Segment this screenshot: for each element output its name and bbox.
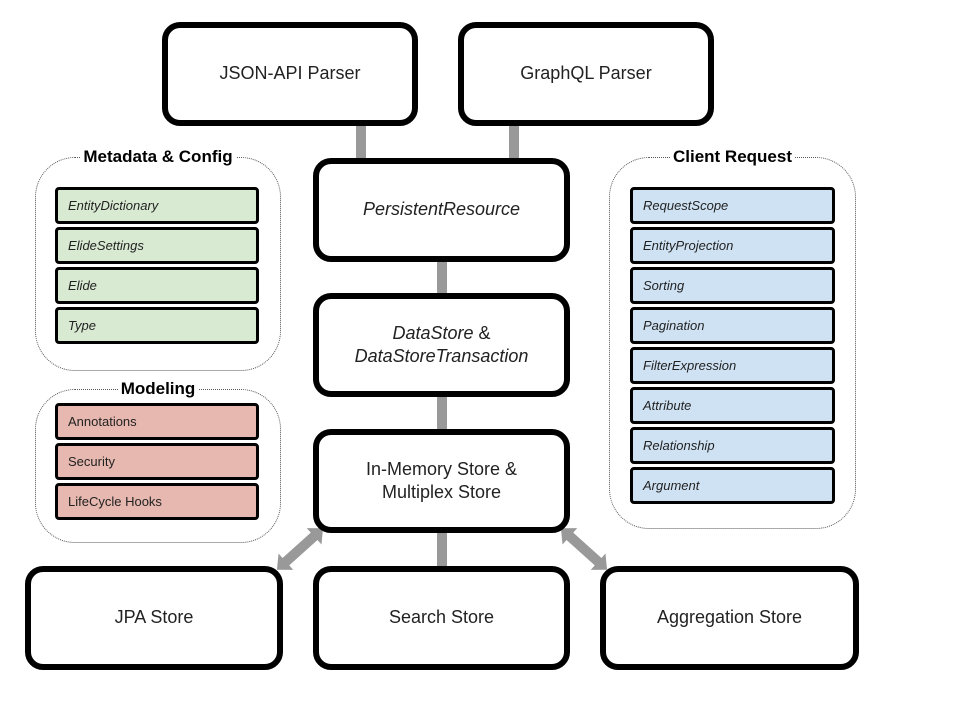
persistent-resource-label: PersistentResource [362,199,521,220]
in-memory-store-box: In-Memory Store & Multiplex Store [313,429,570,533]
jpa-store-label: JPA Store [114,607,194,628]
aggregation-store-label: Aggregation Store [656,607,803,628]
client-request-item: Pagination [630,307,835,344]
metadata-item: Elide [55,267,259,304]
in-memory-store-label: In-Memory Store & Multiplex Store [366,458,517,505]
in-memory-line1: In-Memory Store & [365,458,518,479]
modeling-group: Modeling [35,379,281,543]
graphql-parser-label: GraphQL Parser [520,63,652,84]
client-request-item: EntityProjection [630,227,835,264]
client-request-title: Client Request [669,147,796,166]
modeling-item: LifeCycle Hooks [55,483,259,520]
json-api-parser-box: JSON-API Parser [162,22,418,126]
search-store-box: Search Store [313,566,570,670]
modeling-item: Security [55,443,259,480]
json-api-parser-label: JSON-API Parser [219,63,361,84]
aggregation-store-box: Aggregation Store [600,566,859,670]
metadata-item: Type [55,307,259,344]
client-request-item: RequestScope [630,187,835,224]
modeling-item: Annotations [55,403,259,440]
graphql-parser-box: GraphQL Parser [458,22,714,126]
datastore-amp: & [473,322,491,343]
client-request-item: Attribute [630,387,835,424]
search-store-label: Search Store [388,607,495,628]
datastore-box: DataStore & DataStoreTransaction [313,293,570,397]
metadata-config-group: Metadata & Config [35,147,281,371]
in-memory-line2: Multiplex Store [381,482,502,502]
datastore-name: DataStore [392,322,474,343]
datastore-label: DataStore & DataStoreTransaction [355,322,529,369]
persistent-resource-box: PersistentResource [313,158,570,262]
client-request-item: FilterExpression [630,347,835,384]
jpa-store-box: JPA Store [25,566,283,670]
metadata-config-title: Metadata & Config [80,147,236,166]
client-request-item: Sorting [630,267,835,304]
metadata-item: EntityDictionary [55,187,259,224]
client-request-item: Relationship [630,427,835,464]
client-request-item: Argument [630,467,835,504]
metadata-item: ElideSettings [55,227,259,264]
modeling-title: Modeling [117,379,199,398]
client-request-group: Client Request [609,147,856,529]
datastore-transaction-name: DataStoreTransaction [354,346,529,366]
